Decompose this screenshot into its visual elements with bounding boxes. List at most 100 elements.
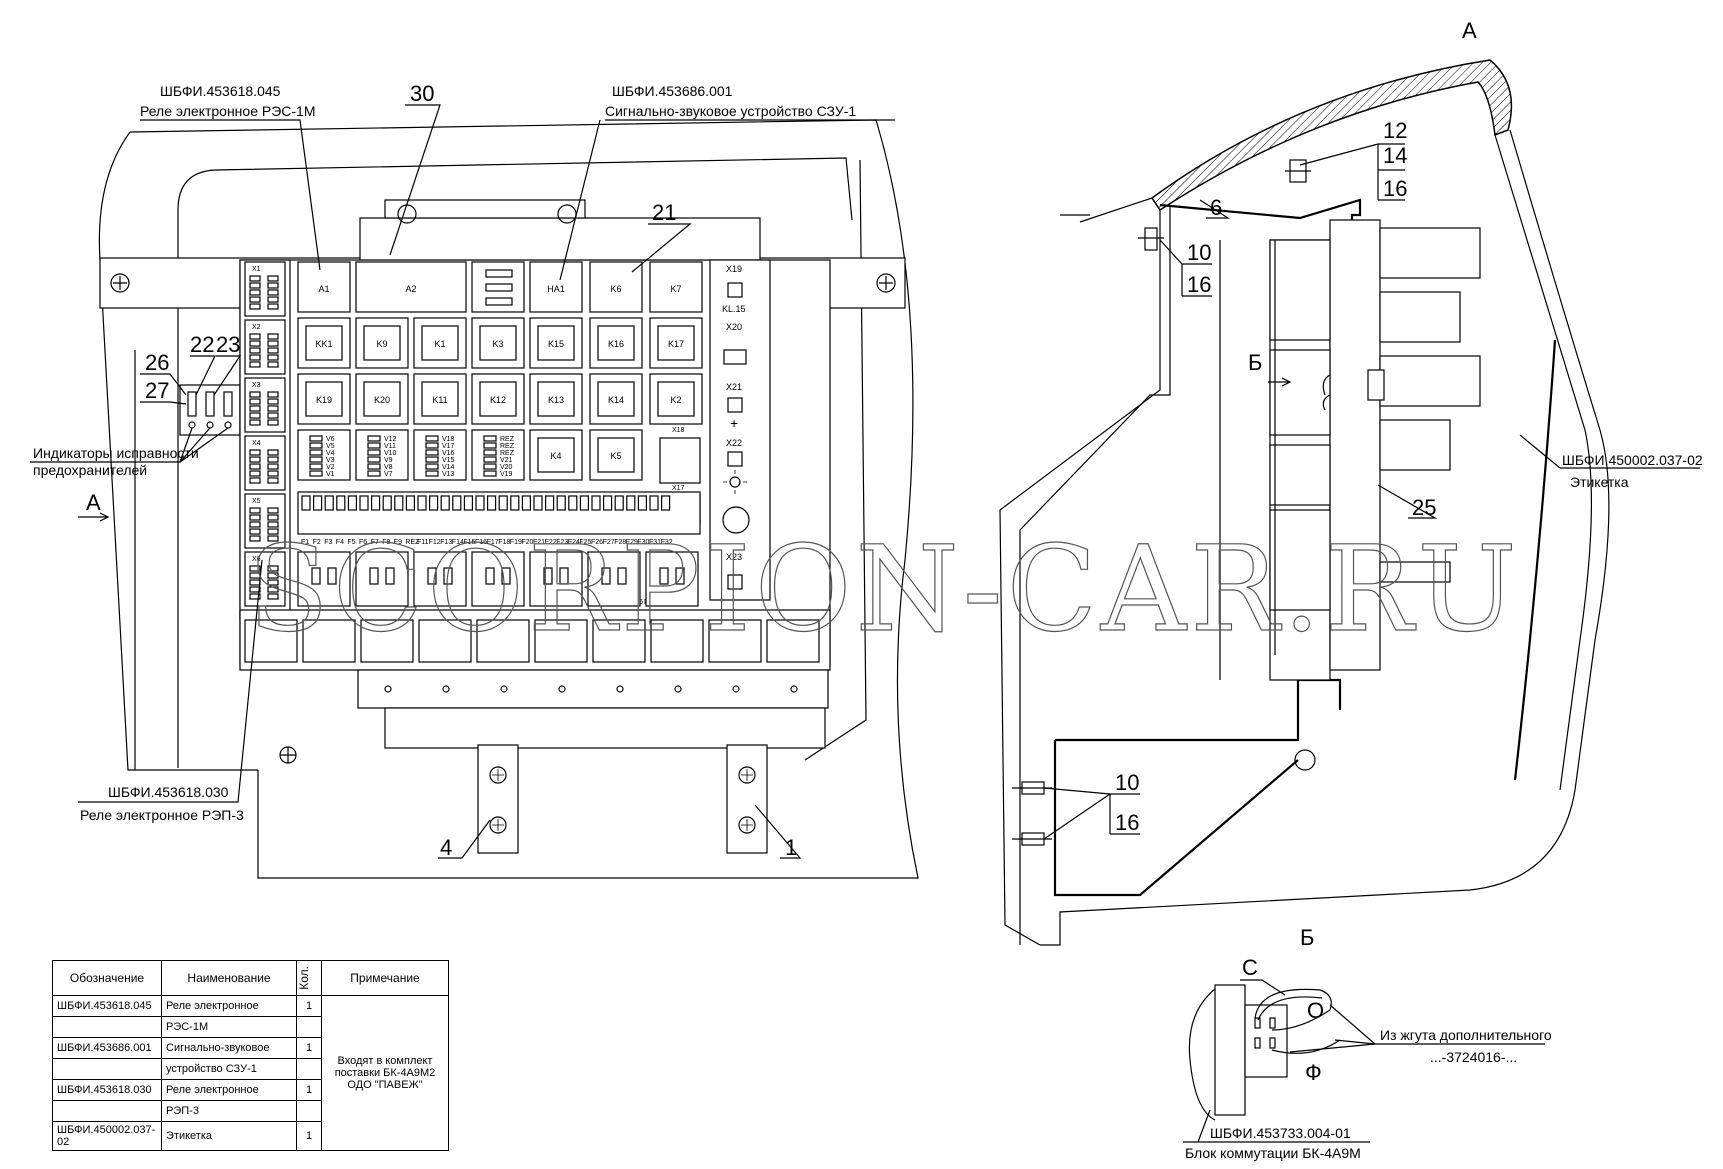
leader-1 — [754, 804, 802, 859]
relay-label: KK1 — [315, 339, 332, 349]
leader-rep3 — [78, 559, 263, 803]
fuse — [544, 495, 555, 511]
wire-o — [1271, 1009, 1341, 1054]
row-qty: 1 — [296, 1037, 322, 1059]
pin-slot — [267, 477, 279, 484]
pin-slot — [267, 333, 279, 340]
fuse — [382, 495, 392, 511]
fuse — [510, 495, 520, 511]
panel-wall-inner — [999, 210, 1161, 946]
screw-icon — [384, 685, 392, 693]
socket-icon — [722, 506, 750, 534]
connector-label: X5 — [252, 498, 261, 505]
relay-pin — [617, 567, 627, 585]
leader-12-14-16 — [1299, 143, 1405, 201]
diode-slot — [483, 449, 497, 456]
conn-x20: X20 — [726, 322, 742, 332]
diode-slot — [425, 456, 439, 463]
pin-slot — [249, 412, 261, 419]
pin-slot — [249, 565, 261, 572]
fuse-label: F18 — [498, 539, 510, 546]
diode-slot — [425, 463, 439, 470]
fuse — [336, 495, 346, 511]
connector-b — [1367, 369, 1385, 401]
callout-16a: 16 — [1383, 176, 1407, 201]
fuse — [614, 495, 624, 511]
row-designation: ШБФИ.453618.045 — [52, 995, 162, 1017]
relay-housing — [657, 381, 695, 417]
conn-x23: X23 — [726, 552, 742, 562]
rail-cell — [360, 619, 414, 663]
table-row: устройство СЗУ-1 — [52, 1058, 449, 1080]
pin-slot — [249, 449, 261, 456]
pin-slot — [267, 391, 279, 398]
diode-label: V12 — [384, 436, 397, 443]
diode-label: V4 — [326, 450, 335, 457]
relay-label: A2 — [405, 284, 416, 294]
rep3-name: Реле электронное РЭП-3 — [80, 807, 244, 823]
szu-name: Сигнально-звуковое устройство СЗУ-1 — [605, 103, 856, 119]
diode-label: V5 — [326, 443, 335, 450]
relay-pin — [427, 567, 437, 585]
leader-21 — [631, 223, 692, 273]
relay-housing — [537, 381, 575, 417]
diode-label: V8 — [384, 464, 393, 471]
pin-slot — [249, 419, 261, 426]
pin-slot — [249, 514, 261, 521]
pin-slot — [267, 579, 279, 586]
label-code: ШБФИ.450002.037-02 — [1562, 452, 1703, 468]
block-code: ШБФИ.453733.004-01 — [1210, 1125, 1351, 1141]
relay-side-4 — [1379, 419, 1451, 471]
fuse-label: F29 — [626, 539, 638, 546]
fuse — [313, 495, 323, 511]
module-d — [1269, 509, 1331, 611]
pin-slot — [249, 470, 261, 477]
rail-cell — [534, 619, 588, 663]
pin-slot — [267, 456, 279, 463]
relay-side-3 — [1379, 355, 1481, 407]
relay-pin — [501, 567, 511, 585]
bolt-10-16-top — [1138, 227, 1164, 251]
pin-slot — [249, 303, 261, 310]
row-qty: 1 — [296, 995, 322, 1017]
diode-label: V20 — [500, 464, 513, 471]
bolt-10-16-low-2 — [1012, 832, 1052, 846]
fuse-label: F7 — [371, 539, 379, 546]
rep3-code: ШБФИ.453618.030 — [108, 784, 229, 800]
diode-label: V9 — [384, 457, 393, 464]
clamp-right — [726, 744, 768, 854]
spec-header: Обозначение Наименование Кол. Примечание — [52, 960, 449, 996]
table-row: РЭС-1М — [52, 1016, 449, 1038]
fuse — [637, 495, 648, 511]
pin-slot — [267, 593, 279, 600]
row-name: устройство СЗУ-1 — [161, 1058, 297, 1080]
row-name: Реле электронное — [161, 995, 297, 1017]
block-lines — [1219, 240, 1276, 680]
note-line-3: ОДО "ПАВЕЖ" — [347, 1079, 423, 1091]
diode-slot — [483, 456, 497, 463]
pin — [1269, 1017, 1276, 1029]
relay-slot — [297, 429, 351, 481]
fuse — [591, 495, 601, 511]
connector-label: X3 — [252, 382, 261, 389]
diode-slot — [367, 456, 381, 463]
cabin-inner-outline — [177, 157, 853, 221]
conn-x17: X17 — [672, 485, 685, 492]
diode-slot — [367, 442, 381, 449]
terminal-x21 — [727, 397, 743, 413]
relay-slot — [529, 261, 583, 313]
callout-21: 21 — [652, 200, 676, 225]
terminal-x19 — [727, 282, 743, 298]
rail-cell — [418, 619, 472, 663]
table-row: ШБФИ.453618.045 Реле электронное 1 Входя… — [52, 995, 449, 1151]
diode-slot — [309, 435, 323, 442]
relay-housing — [537, 437, 575, 473]
rail-cell — [476, 619, 530, 663]
note-line-2: поставки БК-4А9М2 — [334, 1067, 436, 1079]
diode-slot — [483, 442, 497, 449]
fuse-label: F27 — [603, 539, 615, 546]
relay-label: K15 — [548, 339, 564, 349]
pin-slot — [267, 275, 279, 282]
